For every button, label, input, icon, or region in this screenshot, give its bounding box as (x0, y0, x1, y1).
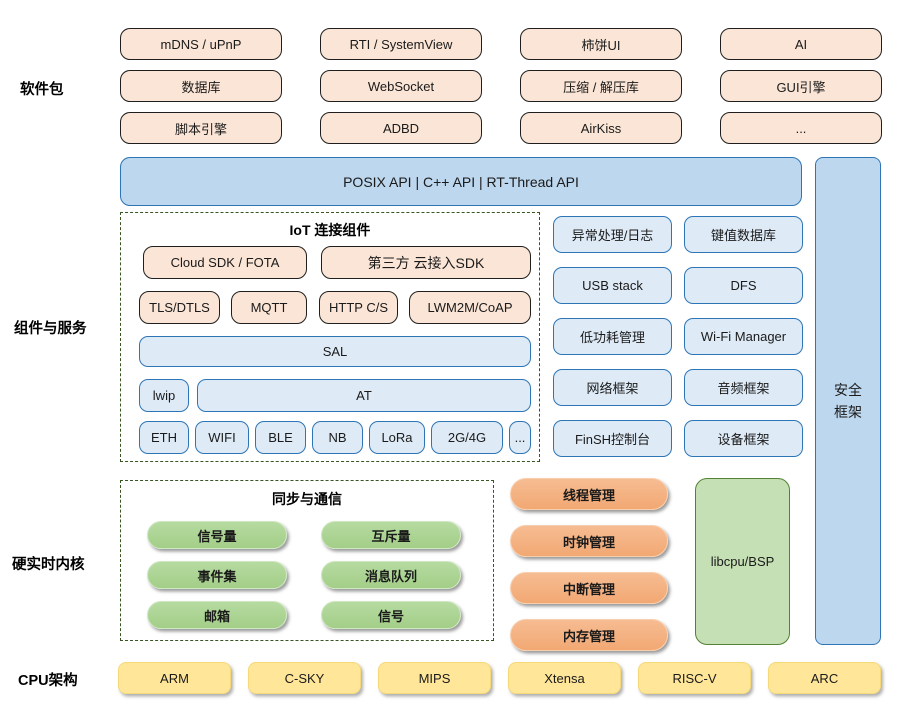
sync-pill: 邮箱 (147, 601, 287, 629)
service-box: Wi-Fi Manager (684, 318, 803, 355)
iot-group-title: IoT 连接组件 (289, 222, 371, 238)
security-framework-line1: 安全 (834, 381, 862, 398)
service-box: 音频框架 (684, 369, 803, 406)
package-box: 数据库 (120, 70, 282, 102)
link-box: ETH (139, 421, 189, 454)
iot-connectivity-group: IoT 连接组件 Cloud SDK / FOTA 第三方 云接入SDK TLS… (120, 212, 540, 462)
iot-protocol-box: TLS/DTLS (139, 291, 220, 324)
service-box: FinSH控制台 (553, 420, 672, 457)
link-box: ... (509, 421, 531, 454)
sal-box: SAL (139, 336, 531, 367)
link-box: BLE (255, 421, 306, 454)
cpu-box: MIPS (378, 662, 491, 694)
lwip-box: lwip (139, 379, 189, 412)
package-box: AI (720, 28, 882, 60)
security-framework-label: 安全 框架 (834, 379, 862, 424)
kernel-pill: 线程管理 (510, 478, 668, 510)
security-framework-line2: 框架 (834, 404, 862, 420)
sync-communication-group: 同步与通信 信号量 互斥量 事件集 消息队列 邮箱 信号 (120, 480, 494, 641)
link-box: LoRa (369, 421, 425, 454)
cpu-box: ARC (768, 662, 881, 694)
sync-grid: 信号量 互斥量 事件集 消息队列 邮箱 信号 (147, 521, 461, 629)
label-software-packages: 软件包 (20, 82, 64, 98)
link-layer-row: ETH WIFI BLE NB LoRa 2G/4G ... (139, 421, 531, 454)
sync-pill: 信号量 (147, 521, 287, 549)
service-box: DFS (684, 267, 803, 304)
service-box: 异常处理/日志 (553, 216, 672, 253)
package-box: 压缩 / 解压库 (520, 70, 682, 102)
iot-sdk-box: 第三方 云接入SDK (321, 246, 531, 279)
cpu-box: RISC-V (638, 662, 751, 694)
software-packages-grid: mDNS / uPnP RTI / SystemView 柿饼UI AI 数据库… (120, 28, 882, 144)
package-box: WebSocket (320, 70, 482, 102)
package-box: GUI引擎 (720, 70, 882, 102)
iot-protocol-box: MQTT (231, 291, 307, 324)
service-box: 网络框架 (553, 369, 672, 406)
link-box: 2G/4G (431, 421, 503, 454)
cpu-box: Xtensa (508, 662, 621, 694)
iot-protocol-box: HTTP C/S (319, 291, 398, 324)
cpu-box: ARM (118, 662, 231, 694)
iot-sdk-box: Cloud SDK / FOTA (143, 246, 307, 279)
sync-pill: 信号 (321, 601, 461, 629)
service-box: USB stack (553, 267, 672, 304)
link-box: NB (312, 421, 363, 454)
package-box: RTI / SystemView (320, 28, 482, 60)
package-box: AirKiss (520, 112, 682, 144)
service-box: 低功耗管理 (553, 318, 672, 355)
label-cpu-arch: CPU架构 (18, 673, 78, 689)
kernel-pill: 中断管理 (510, 572, 668, 604)
libcpu-bsp-box: libcpu/BSP (695, 478, 790, 645)
label-hard-realtime-kernel: 硬实时内核 (12, 557, 85, 573)
link-box: WIFI (195, 421, 249, 454)
package-box: 柿饼UI (520, 28, 682, 60)
sync-pill: 消息队列 (321, 561, 461, 589)
package-box: ADBD (320, 112, 482, 144)
api-bar: POSIX API | C++ API | RT-Thread API (120, 157, 802, 206)
label-components-services: 组件与服务 (14, 321, 87, 337)
services-grid: 异常处理/日志 键值数据库 USB stack DFS 低功耗管理 Wi-Fi … (553, 216, 803, 457)
package-box: mDNS / uPnP (120, 28, 282, 60)
sync-pill: 事件集 (147, 561, 287, 589)
at-box: AT (197, 379, 531, 412)
kernel-management-column: 线程管理 时钟管理 中断管理 内存管理 (510, 478, 668, 651)
iot-protocol-box: LWM2M/CoAP (409, 291, 531, 324)
service-box: 设备框架 (684, 420, 803, 457)
service-box: 键值数据库 (684, 216, 803, 253)
security-framework-bar: 安全 框架 (815, 157, 881, 645)
package-box: ... (720, 112, 882, 144)
sync-group-title: 同步与通信 (272, 491, 342, 507)
cpu-box: C-SKY (248, 662, 361, 694)
package-box: 脚本引擎 (120, 112, 282, 144)
cpu-arch-row: ARM C-SKY MIPS Xtensa RISC-V ARC (118, 662, 882, 694)
kernel-pill: 内存管理 (510, 619, 668, 651)
sync-pill: 互斥量 (321, 521, 461, 549)
kernel-pill: 时钟管理 (510, 525, 668, 557)
